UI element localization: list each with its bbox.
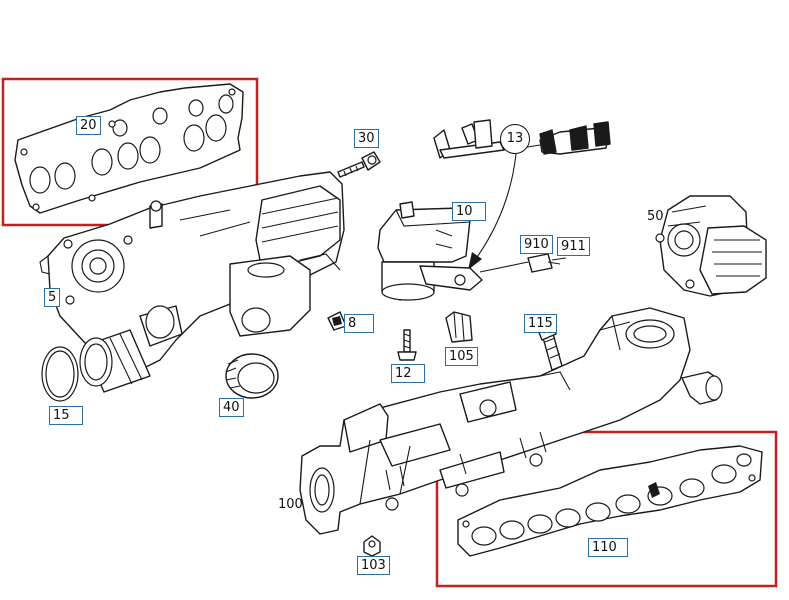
nut-103[interactable] <box>363 535 381 557</box>
callout-110[interactable]: 110 <box>588 538 628 557</box>
callout-100[interactable]: 100 <box>278 497 303 512</box>
callout-13[interactable]: 13 <box>500 124 530 154</box>
callout-12[interactable]: 12 <box>391 364 425 383</box>
callout-10[interactable]: 10 <box>452 202 486 221</box>
intake-manifold-5[interactable] <box>39 171 345 371</box>
callout-910[interactable]: 910 <box>520 235 553 254</box>
connector-harness-13[interactable] <box>433 119 611 159</box>
callout-30[interactable]: 30 <box>354 129 379 148</box>
stud-12[interactable] <box>397 329 417 361</box>
callout-20[interactable]: 20 <box>76 116 101 135</box>
egr-valve-50[interactable] <box>655 195 767 297</box>
sensor-910-911[interactable] <box>479 253 567 273</box>
intake-pipe[interactable] <box>79 329 151 393</box>
callout-50[interactable]: 50 <box>647 209 664 224</box>
hose-connector-40[interactable] <box>225 353 279 399</box>
o-ring-15[interactable] <box>41 346 79 402</box>
callout-911[interactable]: 911 <box>557 237 590 256</box>
bolt-30[interactable] <box>337 151 381 178</box>
highlight-box-exhaust-gasket <box>435 430 778 588</box>
exhaust-manifold-100[interactable] <box>299 307 723 535</box>
exhaust-manifold-gasket[interactable] <box>457 445 763 557</box>
callout-8[interactable]: 8 <box>344 314 374 333</box>
callout-5[interactable]: 5 <box>44 288 61 307</box>
throttle-actuator-10[interactable] <box>377 201 483 301</box>
callout-115[interactable]: 115 <box>524 314 557 333</box>
callout-103[interactable]: 103 <box>357 556 390 575</box>
connector-arrow <box>468 153 517 270</box>
intake-manifold-gasket[interactable] <box>14 83 244 214</box>
bracket-105[interactable] <box>445 311 473 343</box>
callout-105[interactable]: 105 <box>445 347 478 366</box>
callout-15[interactable]: 15 <box>49 406 83 425</box>
callout-40[interactable]: 40 <box>219 398 244 417</box>
